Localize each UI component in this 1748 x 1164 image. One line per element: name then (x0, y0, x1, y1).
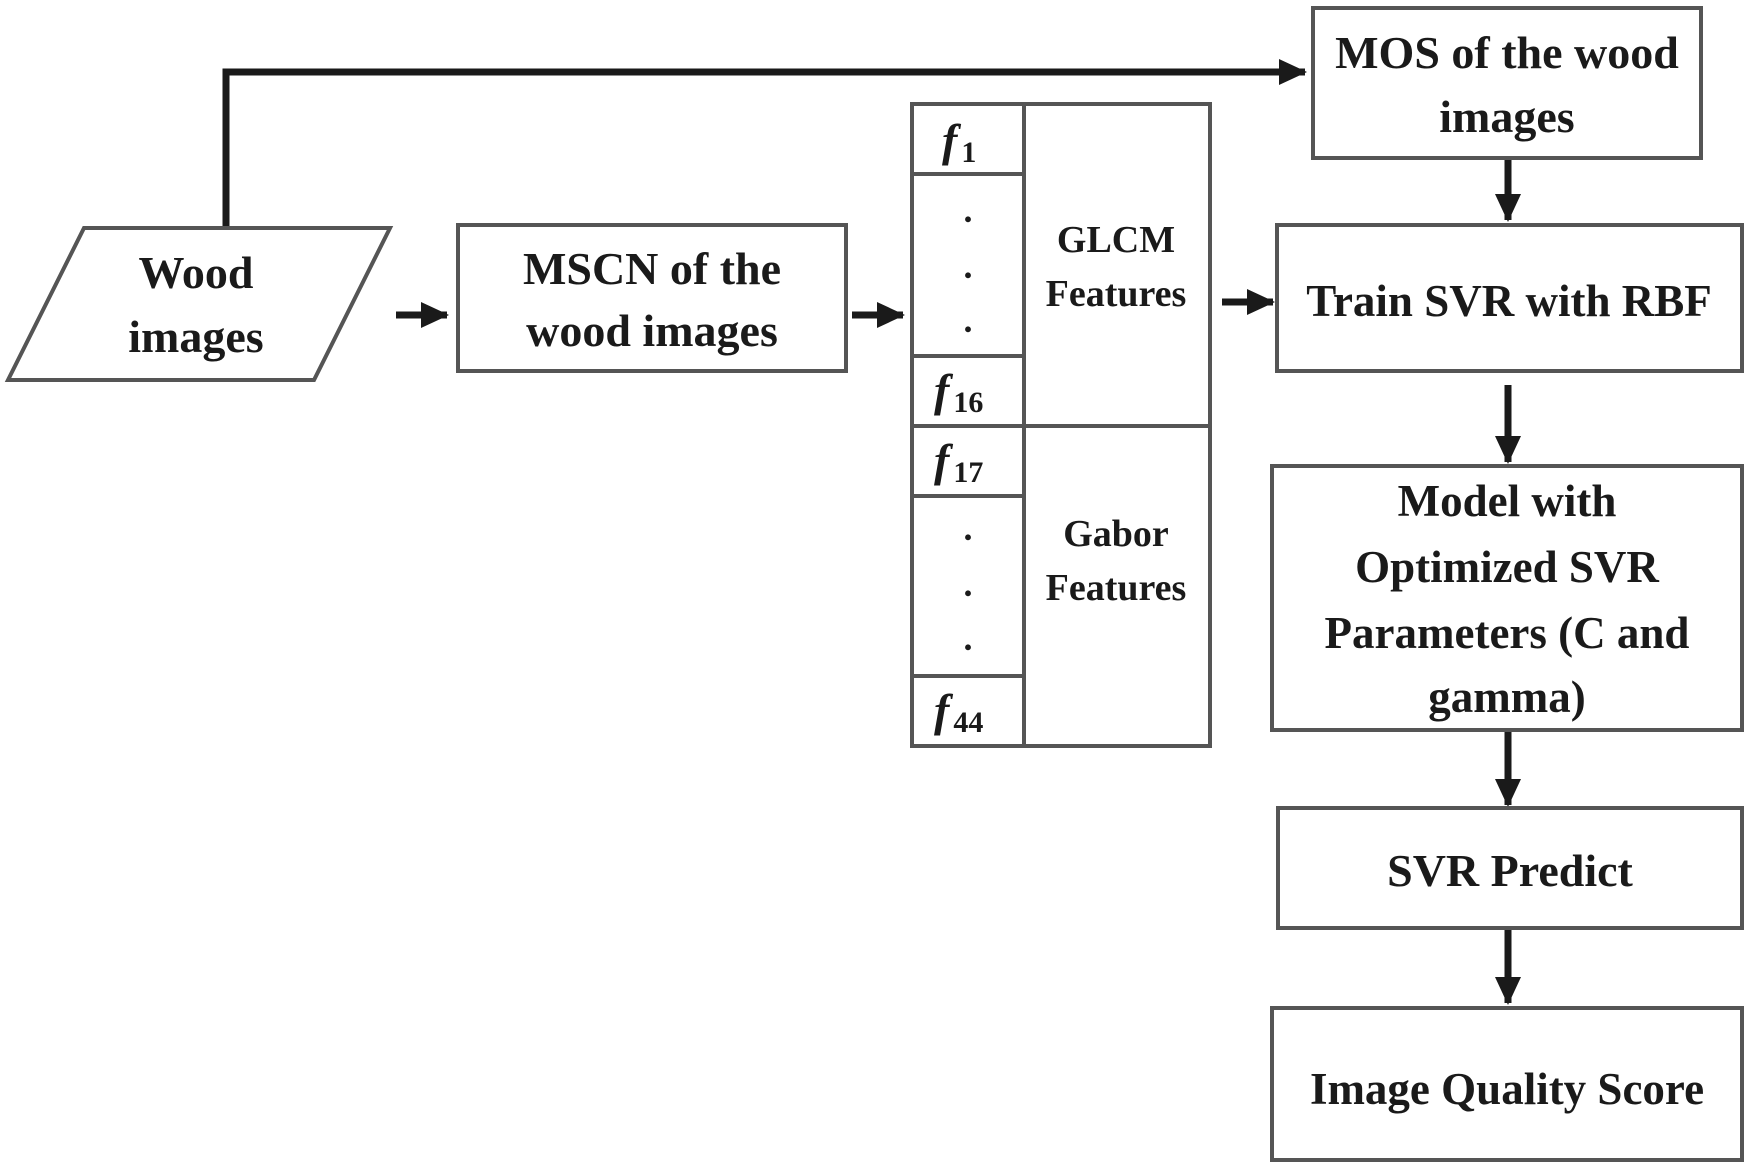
parallelogram-shape (4, 226, 394, 382)
node-train-svr: Train SVR with RBF (1275, 223, 1744, 373)
glcm-label-line-1: GLCM (1057, 219, 1175, 261)
gabor-label-line-1: Gabor (1063, 513, 1169, 555)
node-label-line-2: images (1439, 91, 1574, 142)
node-label-line-4: gamma) (1428, 672, 1585, 722)
glcm-label-line-2: Features (1046, 273, 1187, 315)
ellipsis-dot: . (964, 246, 973, 286)
box-shape (456, 223, 848, 373)
node-image-quality-score: Image Quality Score (1270, 1006, 1744, 1162)
node-label-line-1: Image Quality Score (1310, 1064, 1704, 1114)
node-label-line-3: Parameters (C and (1325, 608, 1690, 658)
ellipsis-dot: . (964, 618, 973, 658)
node-label-line-1: Wood (138, 247, 253, 298)
node-label-line-1: MSCN of the (523, 243, 781, 294)
node-label-line-1: SVR Predict (1387, 845, 1633, 896)
arrow-wood-to-mos (222, 59, 1307, 228)
node-label-line-1: Train SVR with RBF (1306, 276, 1711, 326)
ellipsis-dot: . (964, 508, 973, 548)
node-wood-images: Wood images (4, 226, 394, 382)
ellipsis-dot: . (964, 190, 973, 230)
node-label-line-2: images (128, 311, 263, 362)
box-shape (1276, 806, 1744, 930)
node-label-line-2: Optimized SVR (1355, 542, 1659, 592)
node-mos: MOS of the wood images (1311, 6, 1703, 160)
node-label-line-1: MOS of the wood (1335, 27, 1679, 78)
box-shape (1311, 6, 1703, 160)
node-model: Model with Optimized SVR Parameters (C a… (1270, 464, 1744, 732)
connectors (222, 59, 1521, 1005)
ellipsis-dot: . (964, 564, 973, 604)
ellipsis-dot: . (964, 300, 973, 340)
node-mscn: MSCN of the wood images (456, 223, 848, 373)
node-svr-predict: SVR Predict (1276, 806, 1744, 930)
node-label-line-1: Model with (1398, 476, 1617, 526)
box-shape (1270, 1006, 1744, 1162)
box-shape (1275, 223, 1744, 373)
box-shape (1270, 464, 1744, 732)
node-label-line-2: wood images (526, 305, 778, 356)
gabor-label-line-2: Features (1046, 567, 1187, 609)
